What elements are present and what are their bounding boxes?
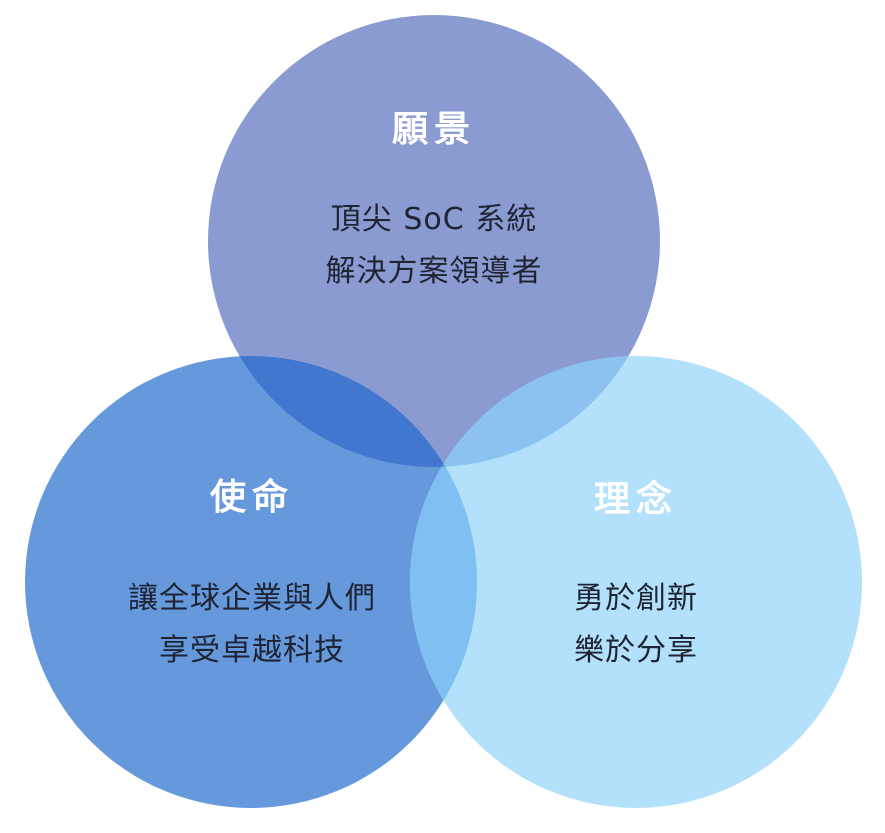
vision-line-2: 解決方案領導者 [325, 254, 543, 289]
mission-line-1: 讓全球企業與人們 [128, 581, 376, 616]
values-line-1: 勇於創新 [574, 581, 698, 616]
vision-title: 願景 [391, 109, 477, 150]
values-line-2: 樂於分享 [574, 633, 698, 668]
mission-line-2: 享受卓越科技 [159, 633, 345, 668]
mission-title: 使命 [209, 477, 295, 518]
values-title: 理念 [593, 479, 679, 520]
vision-circle [208, 15, 660, 467]
values-circle [410, 356, 862, 808]
mission-circle [25, 356, 477, 808]
vision-line-1: 頂尖 SoC 系統 [330, 202, 538, 237]
